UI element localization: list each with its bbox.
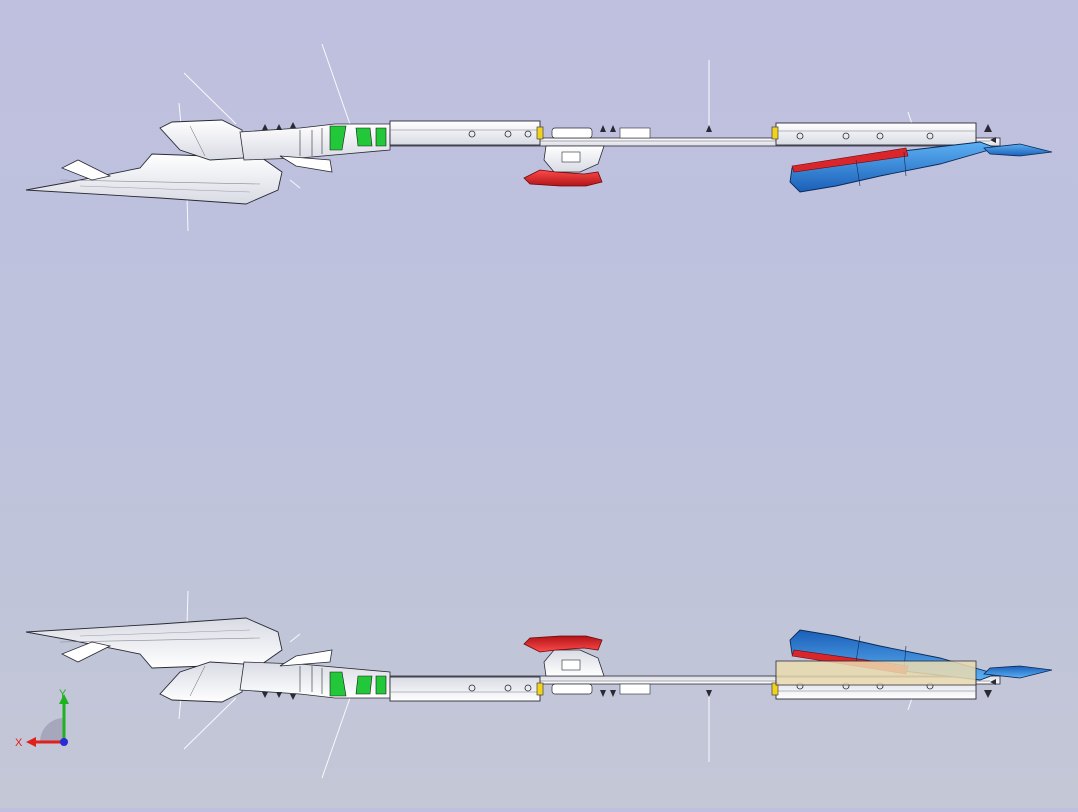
highlighted-track-segment[interactable] xyxy=(775,660,977,686)
reference-triad: Y X xyxy=(15,688,69,749)
triad-plane xyxy=(40,718,64,742)
assembly-top-view[interactable] xyxy=(25,43,1053,232)
z-axis-icon xyxy=(60,738,68,746)
y-axis-label: Y xyxy=(59,688,67,700)
x-axis-label: X xyxy=(15,737,23,749)
